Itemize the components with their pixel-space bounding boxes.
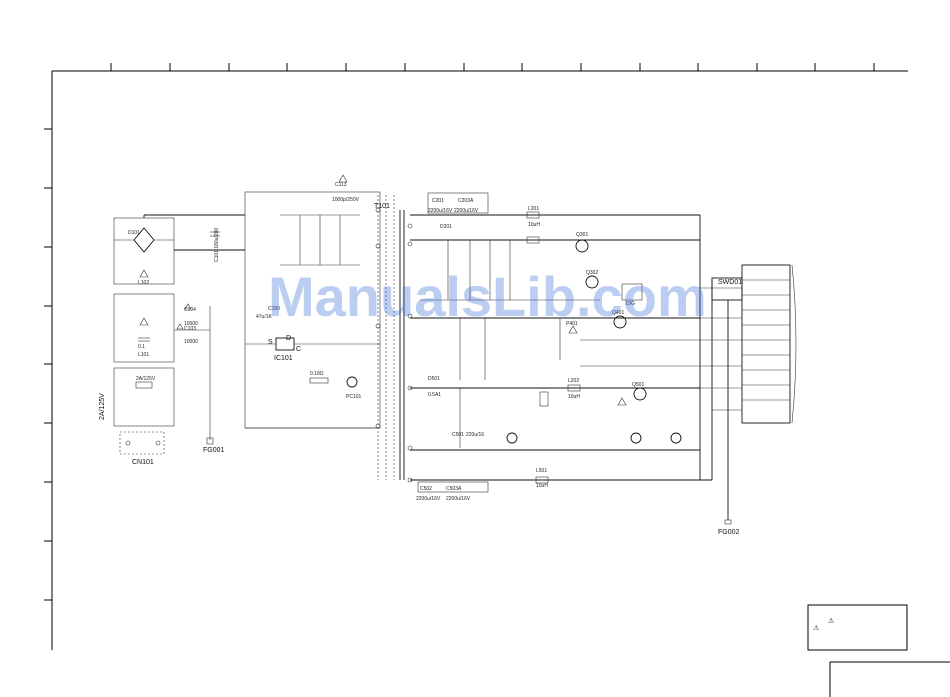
label-fg001: FG001: [203, 447, 225, 454]
label-pin-s: S: [268, 339, 273, 346]
q301-icon: [575, 239, 589, 253]
label-l202-val: 10uH: [568, 394, 580, 400]
pc101-icon: [346, 376, 358, 388]
watermark-text: ManualsLib.com: [268, 265, 707, 328]
label-dsmall: D/G: [626, 301, 635, 307]
label-c102-val: 0.1: [138, 344, 145, 350]
label-d501: D501: [428, 376, 440, 382]
label-c201-val: 2200u/16V: [428, 208, 453, 214]
label-cn101: CN101: [132, 459, 154, 466]
connector-cn101-icon: [119, 431, 165, 455]
label-c103-val: 10000: [184, 339, 198, 345]
label-l101: L101: [138, 352, 149, 358]
label-q501: Q501: [632, 382, 644, 388]
primary-section: C113 1000p/250V C150 47u/1K S D C IC101 …: [244, 174, 413, 483]
label-c502: C502: [420, 486, 432, 492]
label-c103: C103: [184, 326, 196, 332]
fg001-terminal-icon: [206, 437, 214, 445]
label-c203a-val: 2200u/16V: [454, 208, 479, 214]
caution-icon-7: [617, 397, 627, 406]
label-fuse: 2A/125V: [136, 376, 156, 382]
label-pin-d: D: [286, 335, 291, 342]
fuse-icon: [135, 381, 153, 389]
label-c501: C501: [452, 432, 464, 438]
label-l202: L202: [568, 378, 579, 384]
label-l501-val: 10uH: [536, 483, 548, 489]
secondary-section: C201 2200u/16V C203A 2200u/16V L201 10uH…: [410, 192, 740, 536]
label-c104-val: 10000: [184, 321, 198, 327]
label-swd01: SWD01: [718, 279, 742, 286]
label-ic101: IC101: [274, 355, 293, 362]
q501-icon: [633, 387, 647, 401]
caution-icon-2: [139, 317, 149, 326]
transistor-small-icon: [506, 432, 518, 444]
ic101-icon: [275, 337, 295, 351]
left-ruler: [44, 128, 52, 601]
resistor-icon: [309, 377, 329, 384]
label-fg002: FG002: [718, 529, 740, 536]
label-d101: D101: [128, 230, 140, 236]
label-c502-val: 2200u/16V: [416, 496, 441, 502]
inductor-l501-icon: [535, 476, 549, 484]
transistor-small-2-icon: [630, 432, 642, 444]
input-filter-section: D101 L102 0.1 L101 C104 10000 C103 10000…: [99, 214, 245, 466]
caution-note-1: ⚠: [828, 617, 834, 625]
q401-icon: [613, 315, 627, 329]
label-t101: T101: [374, 203, 390, 210]
label-c203a: C203A: [458, 198, 474, 204]
label-c201: C201: [432, 198, 444, 204]
dg-box-icon: [621, 283, 643, 301]
bridge-diode-icon: [133, 227, 155, 253]
label-l201: L201: [528, 206, 539, 212]
caution-icon: [139, 269, 149, 278]
inductor-l202-icon: [567, 384, 581, 392]
label-c150: C150: [268, 306, 280, 312]
label-c503a: C503A: [446, 486, 462, 492]
label-l501: L501: [536, 468, 547, 474]
caution-icon-6: [568, 325, 578, 334]
label-pin-c: C: [296, 346, 301, 353]
label-c150-val: 47u/1K: [256, 314, 273, 320]
label-c113: C113: [335, 182, 347, 188]
transistor-small-3-icon: [670, 432, 682, 444]
label-p401: P401: [566, 321, 578, 327]
inductor-l202-top-icon: [526, 236, 540, 244]
caution-icon-5: [338, 174, 348, 183]
label-c101: C101 180u/200: [214, 228, 220, 262]
fg002-terminal-icon: [724, 519, 732, 525]
label-c503a-val: 2200u/16V: [446, 496, 471, 502]
label-c104: C104: [184, 307, 196, 313]
relay-icon: [539, 391, 549, 407]
swd01-connector: SWD01: [700, 264, 797, 424]
label-d501-val: 0.5A1: [428, 392, 441, 398]
caution-note-2: ⚠: [813, 624, 819, 632]
label-q401: Q401: [612, 310, 624, 316]
label-c113-val: 1000p/250V: [332, 197, 360, 203]
label-q301: Q301: [576, 232, 588, 238]
caution-icon-4: [176, 323, 184, 330]
label-r104: 0.18Ω: [310, 371, 324, 377]
label-l201-val: 10uH: [528, 222, 540, 228]
label-d201: D201: [440, 224, 452, 230]
label-c501-val: 220u/16: [466, 432, 484, 438]
label-pc101: PC101: [346, 394, 362, 400]
caution-icon-3: [184, 303, 192, 310]
inductor-l201-icon: [526, 211, 540, 219]
q302-icon: [585, 275, 599, 289]
label-fuse-rating: 2A/125V: [99, 393, 106, 420]
top-ruler: [110, 63, 875, 71]
title-block-corner: [829, 661, 950, 697]
caution-note-box: ⚠ ⚠: [807, 604, 908, 651]
label-q302: Q302: [586, 270, 598, 276]
label-l102: L102: [138, 280, 149, 286]
